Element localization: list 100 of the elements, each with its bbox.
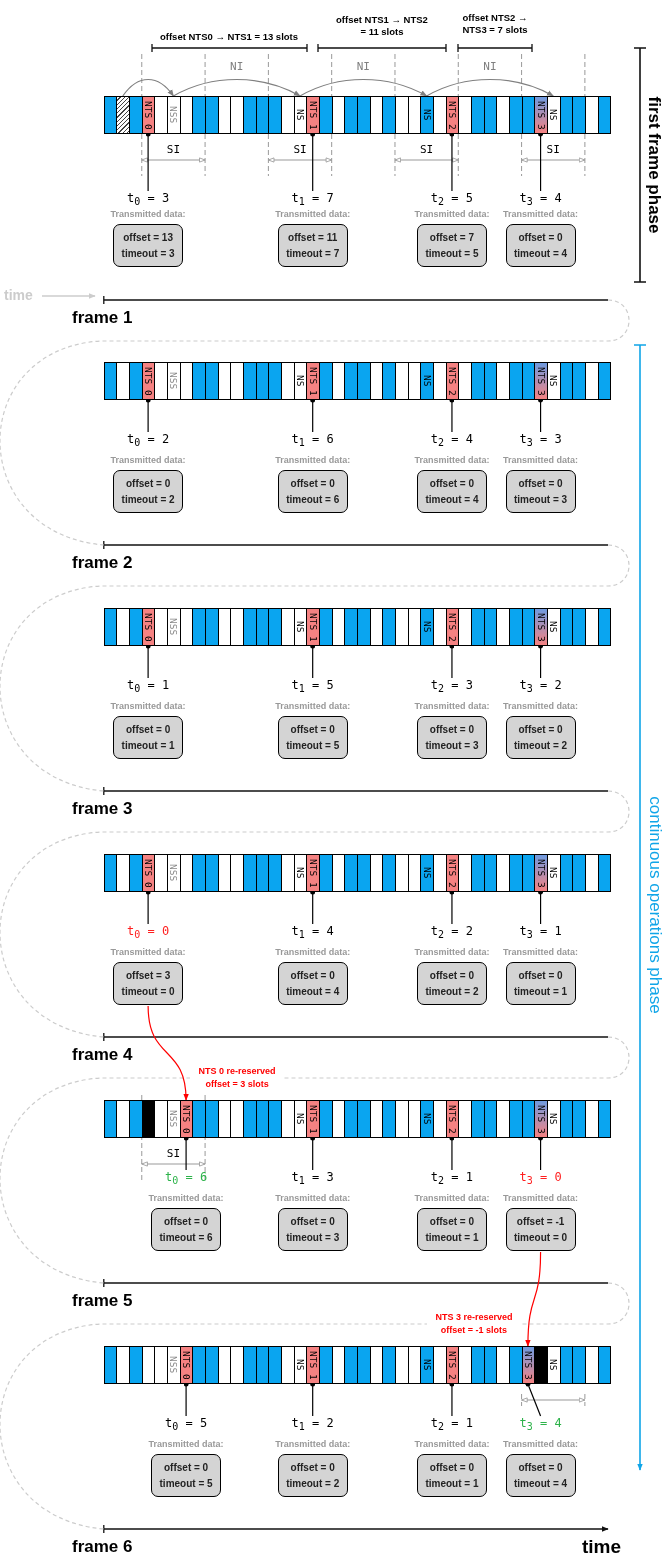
dimension-label: SI <box>420 143 434 156</box>
time-slot: NSS <box>167 608 181 646</box>
time-slot: NTS 3 <box>534 854 548 892</box>
heading-text: Transmitted data: <box>413 946 491 959</box>
leader-line <box>449 1135 455 1171</box>
dimension-label: offset NTS0 → NTS1 = 13 slots <box>159 31 299 43</box>
frame-label: frame 3 <box>72 799 133 819</box>
value-text: offset = 0 <box>163 1461 210 1475</box>
value-text: timeout = 7 <box>285 247 341 261</box>
timeout-label: t$_{3}$ = 4 <box>519 1416 562 1435</box>
value-text: timeout = 1 <box>120 739 176 753</box>
time-slot: NS <box>420 1346 434 1384</box>
timeout-label: t$_{0}$ = 3 <box>127 191 170 210</box>
timeout-label: t$_{0}$ = 0 <box>127 924 170 943</box>
value-text: offset = 0 <box>428 477 476 491</box>
value-text: offset = 0 <box>517 231 564 245</box>
time-slot: NS <box>420 608 434 646</box>
value-text: timeout = 6 <box>285 493 341 507</box>
timeout-label: t$_{2}$ = 1 <box>430 1170 473 1189</box>
frame-label: frame 4 <box>72 1045 133 1065</box>
heading-text: Transmitted data: <box>502 700 580 713</box>
leader-line <box>538 1135 544 1171</box>
leader-line <box>538 131 544 192</box>
value-text: timeout = 3 <box>513 493 569 507</box>
phase-label: continuous operations phase <box>645 796 665 1014</box>
heading-text: Transmitted data: <box>274 1438 352 1451</box>
leader-line <box>538 397 544 433</box>
value-text: offset = 0 <box>428 969 476 983</box>
value-text: offset = 0 <box>289 477 336 491</box>
value-text: timeout = 4 <box>513 247 569 261</box>
timeout-label: t$_{1}$ = 7 <box>291 191 334 210</box>
leader-line <box>145 397 151 433</box>
value-text: timeout = 4 <box>513 1477 569 1491</box>
timeout-label: t$_{3}$ = 3 <box>519 432 562 451</box>
heading-text: Transmitted data: <box>502 1438 580 1451</box>
edge-label: NI <box>230 60 244 73</box>
heading-text: Transmitted data: <box>109 454 187 467</box>
timeout-label: t$_{0}$ = 5 <box>165 1416 208 1435</box>
value-text: timeout = 1 <box>513 985 569 999</box>
value-text: offset = 0 <box>517 723 564 737</box>
dimension-label: SI <box>166 1147 181 1160</box>
value-text: offset = 0 <box>517 477 564 491</box>
heading-text: Transmitted data: <box>274 1192 352 1205</box>
value-text: timeout = 2 <box>424 985 480 999</box>
time-slot: NTS 1 <box>306 854 320 892</box>
time-slot: NTS 3 <box>534 1100 548 1138</box>
leader-line <box>449 1381 455 1417</box>
leader-line <box>310 643 316 679</box>
timeout-label: t$_{3}$ = 0 <box>519 1170 562 1189</box>
dimension-label: offset NTS2 → NTS3 = 7 slots <box>461 12 529 36</box>
time-slot: NTS 3 <box>534 96 548 134</box>
heading-text: Transmitted data: <box>274 946 352 959</box>
timeout-label: t$_{2}$ = 1 <box>430 1416 473 1435</box>
timeout-label: t$_{2}$ = 5 <box>430 191 473 210</box>
value-text: offset = 0 <box>428 1461 476 1475</box>
time-slot: NS <box>420 362 434 400</box>
leader-line <box>310 131 316 192</box>
time-slot: NSS <box>167 1346 181 1384</box>
heading-text: Transmitted data: <box>413 1192 491 1205</box>
value-text: timeout = 2 <box>120 493 176 507</box>
value-text: timeout = 2 <box>285 1477 341 1491</box>
value-text: timeout = 1 <box>424 1477 480 1491</box>
leader-line <box>449 397 455 433</box>
time-slot: NTS 1 <box>306 1346 320 1384</box>
value-text: timeout = 3 <box>285 1231 341 1245</box>
edge-label: NI <box>356 60 370 73</box>
timeout-label: t$_{1}$ = 5 <box>291 678 334 697</box>
leader-line <box>145 889 151 925</box>
value-text: timeout = 5 <box>158 1477 214 1491</box>
heading-text: Transmitted data: <box>502 1192 580 1205</box>
leader-line <box>310 397 316 433</box>
timeout-label: t$_{0}$ = 2 <box>127 432 170 451</box>
frame-label: frame 2 <box>72 553 133 573</box>
value-text: timeout = 0 <box>120 985 176 999</box>
value-text: offset = 0 <box>517 1461 564 1475</box>
time-slot: NTS 1 <box>306 362 320 400</box>
value-text: timeout = 5 <box>424 247 480 261</box>
arrow <box>172 78 301 97</box>
leader-line <box>449 131 455 192</box>
phase-label: first frame phase <box>644 96 664 234</box>
time-slot: NSS <box>167 854 181 892</box>
value-text: timeout = 4 <box>424 493 480 507</box>
arrow <box>299 78 428 97</box>
value-text: offset = 0 <box>289 1461 336 1475</box>
timeout-label: t$_{2}$ = 4 <box>430 432 473 451</box>
heading-text: Transmitted data: <box>147 1438 225 1451</box>
value-text: timeout = 5 <box>285 739 341 753</box>
time-slot: NTS 1 <box>306 1100 320 1138</box>
arrow <box>147 1005 189 1101</box>
timeout-label: t$_{1}$ = 6 <box>291 432 334 451</box>
arrow <box>525 1251 542 1347</box>
time-slot: NS <box>420 1100 434 1138</box>
value-text: timeout = 3 <box>424 739 480 753</box>
heading-text: Transmitted data: <box>502 454 580 467</box>
value-text: offset = 0 <box>163 1215 210 1229</box>
heading-text: Transmitted data: <box>109 208 187 221</box>
value-text: timeout = 6 <box>158 1231 214 1245</box>
value-text: offset = 0 <box>517 969 564 983</box>
dimension-label: SI <box>546 143 560 156</box>
heading-text: Transmitted data: <box>109 700 187 713</box>
